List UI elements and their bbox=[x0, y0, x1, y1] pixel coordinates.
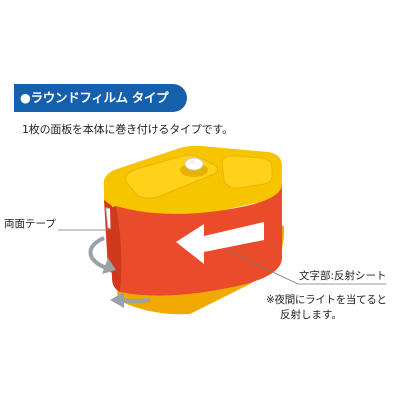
rotate-arrow-lower-icon bbox=[121, 298, 151, 303]
top-knob-icon bbox=[180, 157, 208, 177]
arrow-left-icon bbox=[176, 222, 264, 264]
label-characters: 文字部:反射シート bbox=[299, 270, 387, 282]
rotate-arrow-lower-head bbox=[110, 292, 124, 308]
label-double-sided-tape: 両面テープ bbox=[4, 218, 56, 230]
note-line-2: 反射します。 bbox=[280, 309, 342, 321]
rotate-arrow-upper-icon bbox=[88, 236, 109, 270]
description-text: 1枚の面板を本体に巻き付けるタイプです。 bbox=[22, 123, 233, 136]
banner-title: ●ラウンドフィルム タイプ bbox=[20, 90, 169, 105]
characters-leader-line bbox=[225, 249, 299, 285]
body-top-highlight-right bbox=[221, 155, 273, 189]
type-banner: ●ラウンドフィルム タイプ bbox=[14, 84, 187, 112]
rotate-arrow-upper-head bbox=[102, 258, 116, 274]
note-line-1: ※夜間にライトを当てると bbox=[266, 294, 387, 306]
